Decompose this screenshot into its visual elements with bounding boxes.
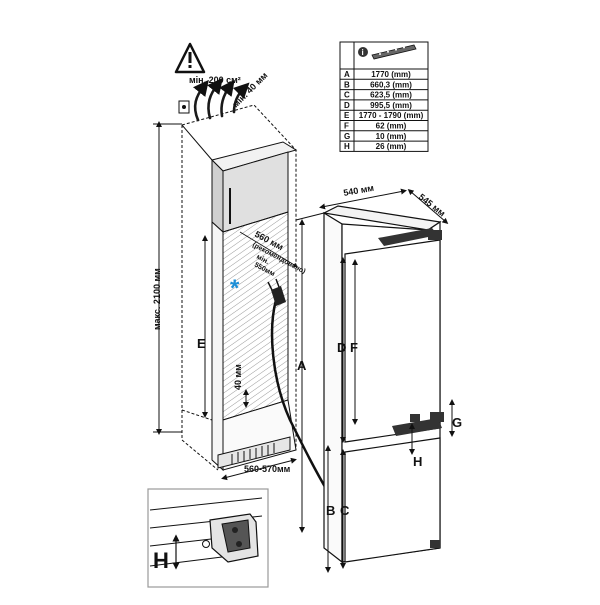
table-row-value: 10 (mm): [376, 132, 407, 141]
table-row-letter: C: [344, 91, 350, 100]
hinge-top: [378, 228, 442, 246]
table-frame: [339, 41, 429, 152]
table-row-value: 1770 (mm): [371, 70, 411, 79]
inset-h-label: H: [153, 548, 169, 573]
table-row: C 623,5 (mm): [344, 91, 412, 100]
table-row-value: 623,5 (mm): [370, 91, 412, 100]
table-row: G 10 (mm): [344, 132, 407, 141]
table-row-letter: D: [344, 101, 350, 110]
refrigerator: [322, 205, 442, 564]
socket-icon: [178, 100, 190, 114]
max-height-dimension: [153, 121, 182, 435]
table-row-value: 62 (mm): [376, 122, 407, 131]
star-marker: *: [230, 275, 240, 302]
letter-c: C: [340, 503, 350, 518]
width-label: 540 мм: [343, 183, 375, 198]
letter-e: E: [197, 336, 206, 351]
letter-a: A: [297, 358, 307, 373]
letter-f: F: [350, 340, 358, 355]
a-dimension: [295, 212, 325, 533]
d-f-dimensions: [340, 257, 358, 443]
table-row-value: 1770 - 1790 (mm): [359, 111, 424, 120]
table-row: F 62 (mm): [344, 122, 407, 131]
table-row-value: 995,5 (mm): [370, 101, 412, 110]
letter-h: H: [413, 454, 422, 469]
ventilation-label: мін. 200 см²: [189, 75, 241, 85]
warning-triangle-icon: [174, 42, 206, 74]
b-c-dimensions: [325, 445, 346, 573]
table-row-value: 26 (mm): [376, 142, 407, 151]
letter-b: B: [326, 503, 335, 518]
table-row-letter: B: [344, 80, 350, 89]
hinge-icon: [202, 513, 259, 563]
airflow-arrows-icon: [193, 77, 250, 122]
table-row: B 660,3 (mm): [344, 80, 412, 89]
hinge-bottom: [430, 540, 440, 548]
depth-label: 545 мм: [417, 192, 448, 219]
table-row-letter: H: [344, 142, 350, 151]
hinge-middle: [392, 412, 444, 436]
table-row: D 995,5 (mm): [344, 101, 412, 110]
dimension-table: iA 1770 (mm) B 660,3 (mm) C 623,5 (mm) D 995,5 …: [339, 41, 429, 152]
table-row-letter: G: [344, 132, 350, 141]
table-row-letter: F: [344, 122, 349, 131]
gap-40-label: 40 мм: [233, 364, 243, 390]
info-icon-glyph: i: [362, 48, 364, 57]
max-height-label: макс. 2100 мм: [152, 268, 162, 330]
hinge-icon: [371, 44, 417, 60]
letter-g: G: [452, 415, 462, 430]
info-icon: [358, 47, 368, 57]
table-row-value: 660,3 (mm): [370, 80, 412, 89]
table-row: E 1770 - 1790 (mm): [344, 111, 424, 120]
table-row-letter: E: [344, 111, 350, 120]
table-row: A 1770 (mm): [344, 70, 411, 79]
letter-d: D: [337, 340, 346, 355]
hinge-detail-inset: H: [147, 488, 269, 588]
niche-width-label: 560-570мм: [244, 464, 291, 474]
power-plug-icon: [267, 278, 330, 493]
table-row-letter: A: [344, 70, 350, 79]
table-row: H 26 (mm): [344, 142, 407, 151]
kitchen-cabinet: [181, 104, 298, 472]
